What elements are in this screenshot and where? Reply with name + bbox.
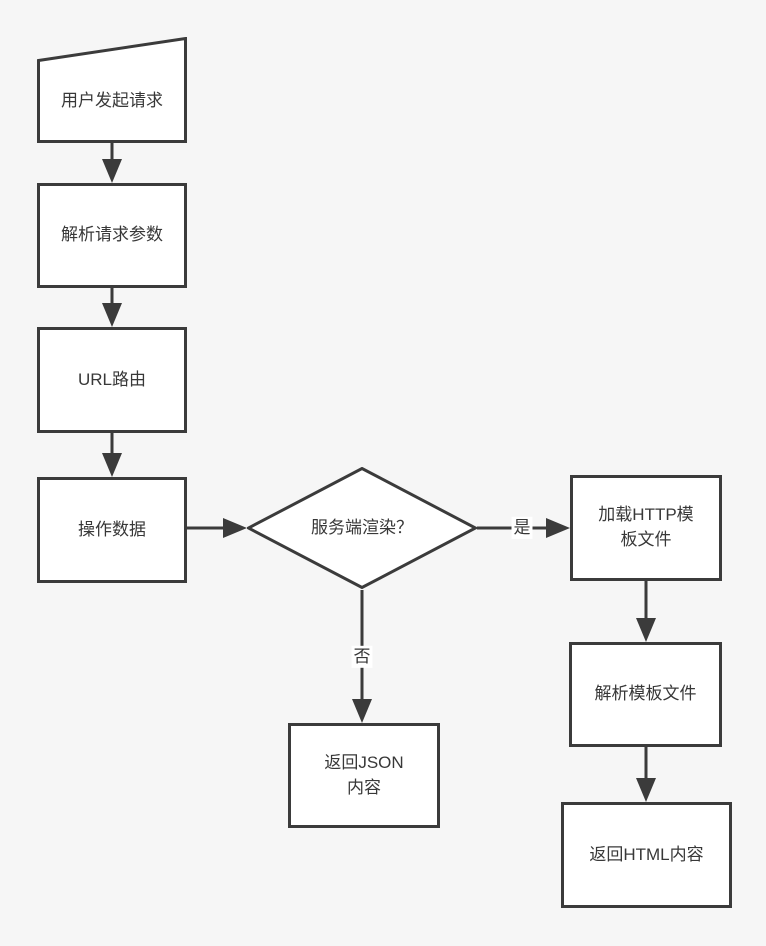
- node-label: 用户发起请求: [61, 90, 163, 110]
- flow-node-ssr-decision: 服务端渲染？: [247, 467, 477, 589]
- flow-node-return-html: 返回HTML内容: [561, 802, 732, 908]
- arrow-parse-params-to-url-route: [102, 288, 122, 327]
- arrow-load-template-to-parse-template: [636, 581, 656, 642]
- flow-node-return-json: 返回JSON内容: [288, 723, 440, 828]
- decision-diamond-shape: [247, 467, 477, 589]
- flow-node-url-route: URL路由: [37, 327, 187, 433]
- node-label: 服务端渲染？: [311, 517, 413, 537]
- node-label: 解析请求参数: [61, 225, 163, 245]
- arrow-user-request-to-parse-params: [102, 142, 122, 183]
- flow-node-operate-data: 操作数据: [37, 477, 187, 583]
- node-label: URL路由: [77, 369, 146, 389]
- node-label: 操作数据: [78, 519, 146, 539]
- node-label: 解析模板文件: [594, 684, 697, 704]
- edge-label-no: 否: [351, 645, 373, 669]
- node-label: 返回JSON内容: [324, 752, 404, 797]
- flow-node-user-request: 用户发起请求: [37, 37, 187, 143]
- node-label: 返回HTML内容: [589, 844, 704, 864]
- flow-node-parse-params: 解析请求参数: [37, 183, 187, 288]
- flow-node-load-template: 加载HTTP模板文件: [570, 475, 722, 581]
- arrow-ssr-decision-to-return-json: [352, 590, 372, 723]
- arrow-operate-data-to-ssr-decision: [187, 518, 247, 538]
- manual-input-shape: [37, 37, 187, 143]
- arrow-url-route-to-operate-data: [102, 433, 122, 477]
- flow-node-parse-template: 解析模板文件: [569, 642, 722, 747]
- edge-label-yes: 是: [511, 516, 533, 540]
- arrow-parse-template-to-return-html: [636, 747, 656, 802]
- node-label: 加载HTTP模板文件: [598, 505, 694, 549]
